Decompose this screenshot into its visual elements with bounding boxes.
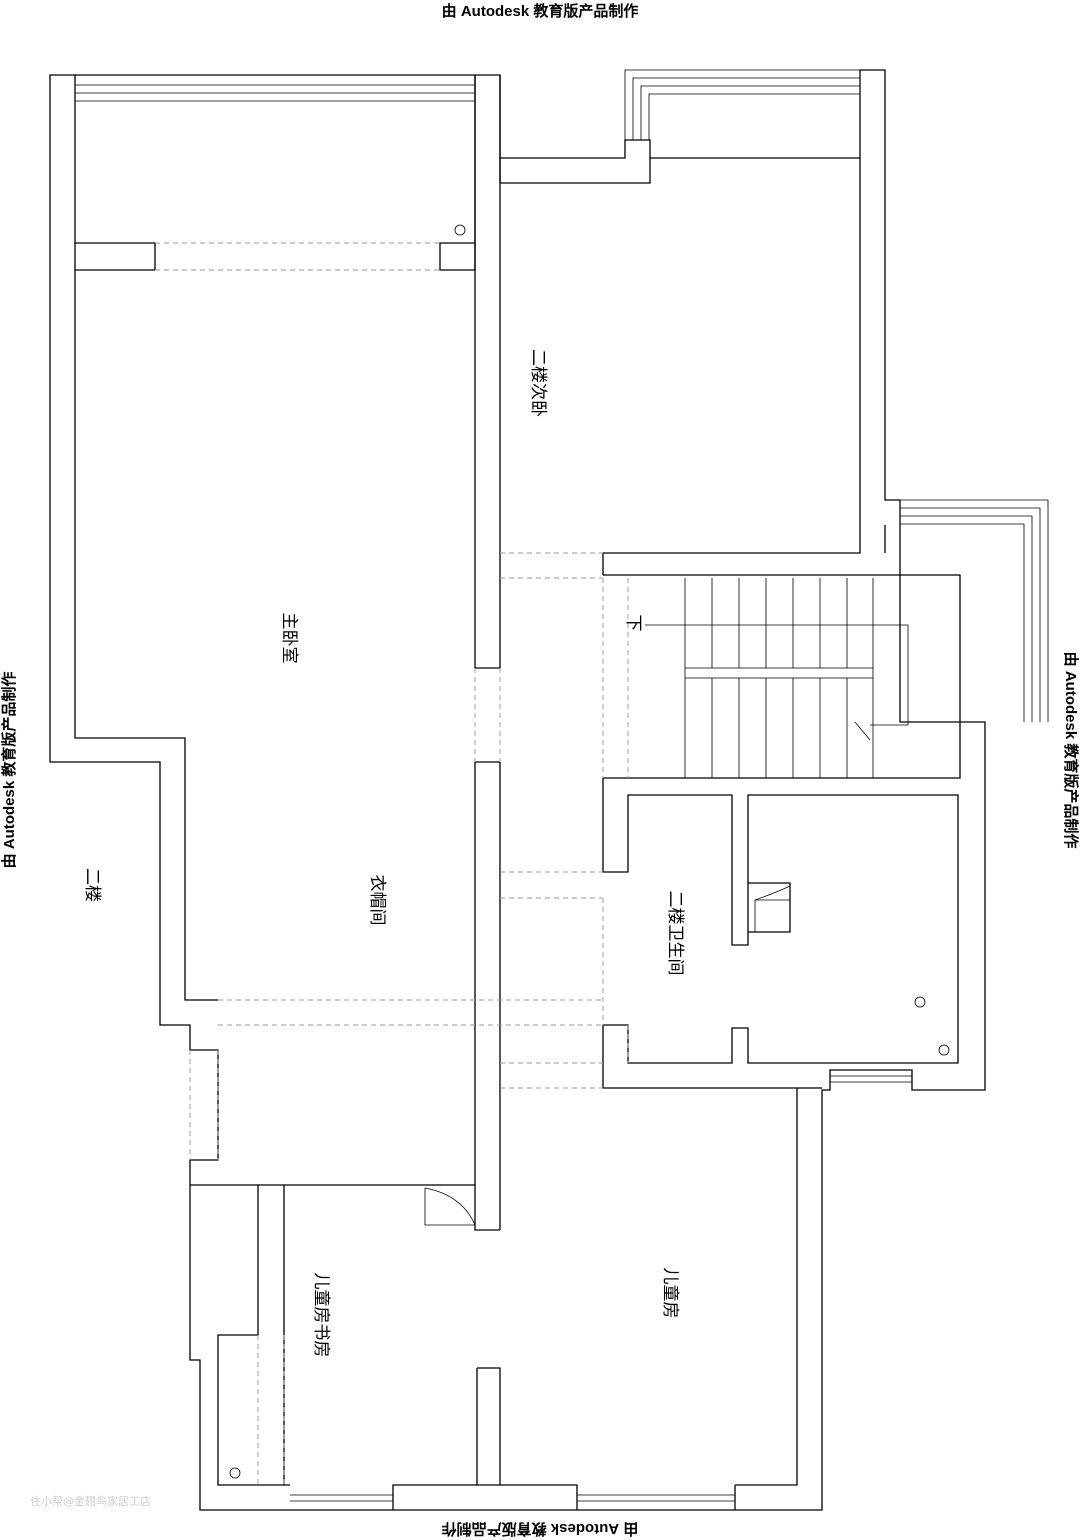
stair-down-label: 下 bbox=[623, 615, 643, 632]
bathroom-door-swing bbox=[754, 885, 791, 932]
second-bedroom-bay-window bbox=[624, 69, 860, 140]
floor-drain bbox=[938, 1044, 950, 1056]
second-bedroom-wall bbox=[499, 158, 651, 184]
kids-room-window bbox=[577, 1494, 735, 1502]
stair-bay-window bbox=[900, 499, 1049, 722]
stair-direction-arrow bbox=[645, 624, 909, 741]
second-bedroom-bottom-wall bbox=[602, 158, 861, 575]
room-label-kids-study: 儿童房书房 bbox=[311, 1273, 331, 1358]
floor-drain bbox=[229, 1467, 241, 1479]
floor-label: 二楼 bbox=[82, 868, 102, 902]
room-label-kids-room: 儿童房 bbox=[660, 1268, 680, 1319]
master-bedroom-inner-wall bbox=[74, 242, 156, 271]
balcony-inner bbox=[74, 75, 476, 243]
study-window bbox=[290, 1494, 393, 1502]
room-label-bathroom: 二楼卫生间 bbox=[665, 891, 685, 976]
autodesk-stamp-left: 由 Autodesk 教育版产品制作 bbox=[0, 672, 18, 869]
kids-room-bottom-wall bbox=[500, 1088, 798, 1510]
master-bedroom-outline bbox=[74, 270, 218, 1001]
autodesk-stamp-top: 由 Autodesk 教育版产品制作 bbox=[442, 2, 639, 20]
floor-drain bbox=[914, 996, 926, 1008]
stair-outline bbox=[684, 578, 874, 778]
staircase bbox=[645, 578, 909, 778]
stair-treads bbox=[711, 578, 848, 778]
room-label-master-bedroom: 主卧室 bbox=[279, 613, 299, 664]
balcony-window bbox=[75, 84, 475, 102]
room-label-cloakroom: 衣帽间 bbox=[367, 875, 387, 926]
autodesk-stamp-bottom: 由 Autodesk 教育版产品制作 bbox=[442, 1520, 639, 1538]
dashed-opening bbox=[155, 242, 629, 1485]
bathroom-wall bbox=[602, 778, 959, 1089]
stair-wall bbox=[603, 525, 961, 722]
watermark-text: 住小帮@金翅鸟家居工店 bbox=[30, 1494, 151, 1508]
outer-wall bbox=[49, 69, 986, 1511]
kids-room-divider bbox=[392, 1367, 501, 1510]
kids-study-wall bbox=[258, 1184, 285, 1485]
master-bedroom-inner-wall-right bbox=[439, 242, 476, 271]
kids-room-top-wall bbox=[190, 1184, 500, 1486]
autodesk-stamp-right: 由 Autodesk 教育版产品制作 bbox=[1062, 652, 1080, 849]
bathroom-window bbox=[830, 1075, 912, 1083]
stair-lower-wall bbox=[603, 722, 961, 779]
bathroom-partition bbox=[748, 882, 791, 933]
room-label-second-bedroom: 二楼次卧 bbox=[528, 349, 548, 417]
kids-room-door-swing bbox=[424, 1187, 476, 1226]
floor-drain bbox=[454, 224, 466, 236]
partition-wall-lower bbox=[474, 761, 501, 1230]
partition-wall-upper bbox=[474, 75, 501, 669]
